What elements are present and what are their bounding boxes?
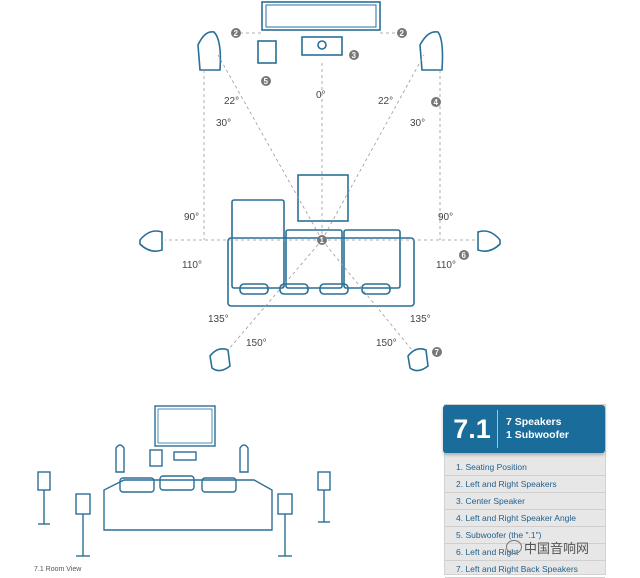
- angle-150-right: 150°: [376, 338, 397, 349]
- room-view-side-left: [37, 471, 51, 491]
- legend-item-4: 4. Left and Right Speaker Angle: [445, 510, 605, 527]
- marker-5: [261, 76, 271, 86]
- legend-item-5: 5. Subwoofer (the ".1"): [445, 527, 605, 544]
- room-view-subwoofer: [149, 449, 163, 467]
- front-right-speaker: [419, 30, 444, 71]
- back-left-speaker: [209, 348, 231, 372]
- marker-3: [349, 50, 359, 60]
- room-view-front-right: [239, 444, 249, 473]
- marker-6: [459, 250, 469, 260]
- legend-item-1: 1. Seating Position: [445, 459, 605, 476]
- watermark-text: 中国音响网: [524, 541, 590, 556]
- room-view-center: [173, 451, 197, 461]
- subwoofer: [257, 40, 277, 64]
- sofa: [227, 237, 415, 307]
- center-speaker: [301, 36, 343, 56]
- room-view-sofa: [103, 479, 273, 531]
- svg-text:2: 2: [400, 29, 405, 38]
- svg-text:5: 5: [264, 77, 269, 86]
- angle-135-left: 135°: [208, 314, 229, 325]
- marker-1: [317, 235, 327, 245]
- back-right-speaker: [407, 348, 429, 372]
- legend-item-7: 7. Left and Right Back Speakers: [445, 561, 605, 578]
- tv-top-view: [261, 1, 381, 31]
- watermark-icon: [506, 540, 522, 554]
- angle-30-right: 30°: [410, 118, 425, 129]
- angle-135-right: 135°: [410, 314, 431, 325]
- legend-subtitle-line2: 1 Subwoofer: [506, 429, 570, 441]
- legend-subtitle: 7 Speakers 1 Subwoofer: [498, 416, 569, 442]
- legend-header: 7.1 7 Speakers 1 Subwoofer: [443, 405, 605, 453]
- angle-150-left: 150°: [246, 338, 267, 349]
- svg-text:7: 7: [435, 348, 440, 357]
- front-left-speaker: [197, 30, 222, 71]
- room-view-back-left: [75, 493, 91, 515]
- room-view-front-left: [115, 444, 125, 473]
- legend-item-3: 3. Center Speaker: [445, 493, 605, 510]
- side-left-speaker: [139, 230, 163, 252]
- angle-110-right: 110°: [436, 260, 456, 271]
- marker-2-left: [231, 28, 241, 38]
- angle-0: 0°: [316, 90, 326, 101]
- svg-text:1: 1: [320, 236, 325, 245]
- angle-90-right: 90°: [438, 212, 453, 223]
- room-view-back-right: [277, 493, 293, 515]
- marker-2-right: [397, 28, 407, 38]
- marker-4: [431, 97, 441, 107]
- angle-90-left: 90°: [184, 212, 199, 223]
- legend-panel: 7.1 7 Speakers 1 Subwoofer 1. Seating Po…: [443, 404, 606, 578]
- legend-list: 1. Seating Position 2. Left and Right Sp…: [445, 459, 605, 578]
- angle-22-right: 22°: [378, 96, 393, 107]
- legend-item-6: 6. Left and Right: [445, 544, 605, 561]
- room-view-side-right: [317, 471, 331, 491]
- legend-item-2: 2. Left and Right Speakers: [445, 476, 605, 493]
- svg-text:6: 6: [462, 251, 467, 260]
- marker-7: [432, 347, 442, 357]
- svg-text:4: 4: [434, 98, 439, 107]
- legend-subtitle-line1: 7 Speakers: [506, 416, 562, 428]
- room-view-caption: 7.1 Room View: [34, 566, 82, 573]
- legend-title: 7.1: [447, 410, 498, 448]
- svg-text:3: 3: [352, 51, 357, 60]
- angle-110-left: 110°: [182, 260, 202, 271]
- svg-text:2: 2: [234, 29, 239, 38]
- room-view-tv: [154, 405, 216, 447]
- angle-22-left: 22°: [224, 96, 239, 107]
- side-right-speaker: [477, 230, 501, 252]
- angle-30-left: 30°: [216, 118, 231, 129]
